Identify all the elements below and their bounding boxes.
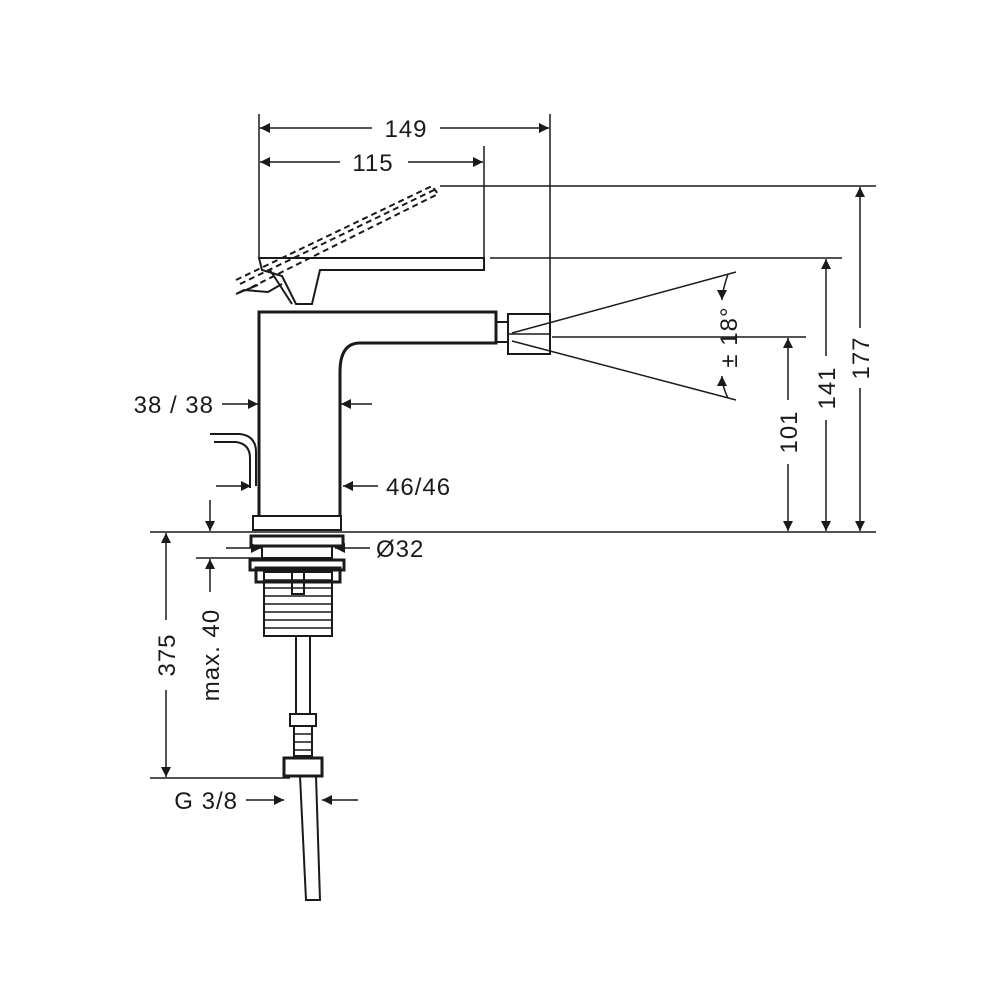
overall-reach-label: 149 [384, 116, 427, 143]
dim-base-width: 46/46 [216, 474, 451, 501]
dim-total-height: 177 [848, 187, 875, 531]
base-plate [252, 515, 342, 531]
body-width-label: 38 / 38 [134, 392, 214, 419]
max-thickness-label: max. 40 [198, 609, 225, 701]
dim-max-thickness: max. 40 [198, 500, 225, 701]
hole-diameter-label: Ø32 [376, 536, 424, 563]
lever-reach-label: 115 [352, 150, 393, 177]
dim-thread: G 3/8 [174, 788, 358, 815]
hose-end-nut [282, 756, 324, 778]
hose-ferrule [289, 713, 317, 727]
popup-rod [210, 433, 257, 488]
dim-overall-reach: 149 [260, 116, 549, 143]
hose-length-label: 375 [154, 633, 181, 676]
dim-spray-angle: ± 18° [716, 273, 743, 399]
faucet-body [210, 257, 551, 531]
hose-connector [293, 725, 313, 757]
mounting-assembly [248, 534, 346, 901]
dim-spout-height: 101 [776, 338, 803, 531]
lever-open-inner [239, 189, 435, 285]
total-height-label: 177 [848, 336, 875, 379]
gasket-middle [261, 545, 333, 559]
lever-open-position [235, 184, 440, 289]
extension-lines [150, 114, 876, 779]
thread-lines [264, 579, 332, 629]
lever-height-label: 141 [814, 366, 841, 409]
aerator-ring [495, 321, 509, 343]
dim-lever-reach: 115 [260, 150, 483, 177]
gasket-upper [249, 534, 345, 548]
spout-height-label: 101 [776, 410, 803, 453]
dim-hole-diameter: Ø32 [226, 536, 424, 563]
dim-hose-length: 375 [154, 533, 181, 777]
lever-handle [257, 257, 485, 305]
dim-lever-height: 141 [814, 259, 841, 531]
base-width-label: 46/46 [386, 474, 451, 501]
spray-angle-label: ± 18° [716, 306, 743, 367]
dim-body-width: 38 / 38 [134, 392, 372, 419]
mounting-nut [254, 566, 342, 584]
thread-label: G 3/8 [174, 788, 238, 815]
center-screw [291, 569, 305, 595]
connector-grip-lines [294, 733, 312, 751]
hose-tail [299, 775, 322, 901]
lever-open-outline [235, 184, 440, 289]
lever-pivot [235, 269, 293, 305]
